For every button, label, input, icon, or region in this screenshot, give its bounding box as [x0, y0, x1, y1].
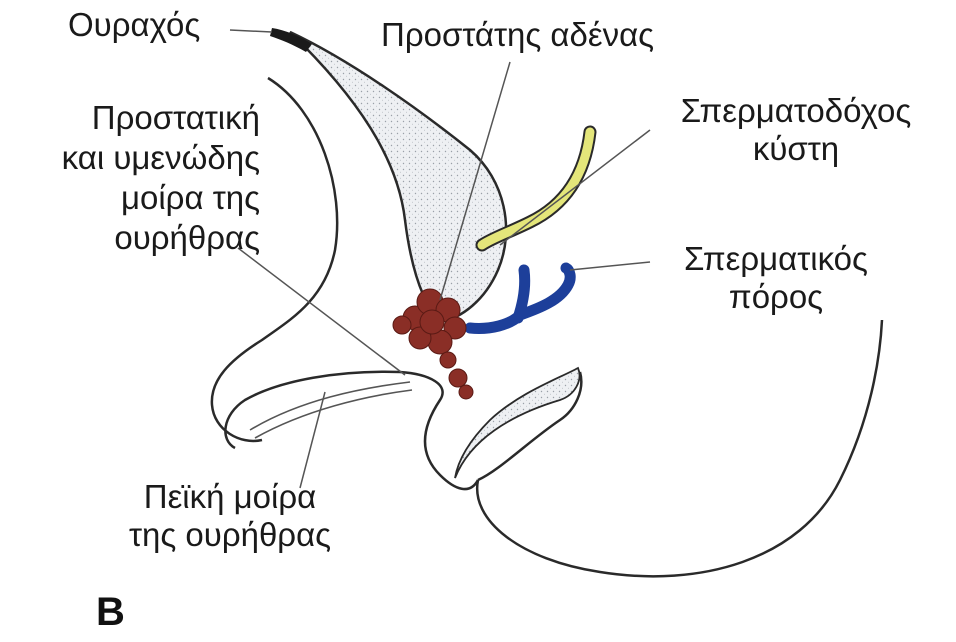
label-vas-deferens: Σπερματικός πόρος — [646, 240, 906, 316]
label-urachus: Ουραχός — [68, 6, 200, 44]
label-penile-urethra-line2: της ουρήθρας — [90, 516, 370, 554]
label-prostatic-urethra-line3: μοίρα της — [20, 178, 260, 218]
label-penile-urethra: Πεϊκή μοίρα της ουρήθρας — [90, 478, 370, 554]
label-penile-urethra-line1: Πεϊκή μοίρα — [90, 478, 370, 516]
penile-urethra-lines — [250, 382, 412, 438]
panel-letter: B — [96, 590, 125, 635]
label-vas-deferens-line1: Σπερματικός — [646, 240, 906, 278]
bladder — [290, 32, 506, 322]
label-prostatic-urethra-line1: Προστατική — [20, 98, 260, 138]
label-seminal-vesicle-line1: Σπερματοδόχος — [646, 92, 946, 130]
label-seminal-vesicle-line2: κύστη — [646, 130, 946, 168]
phallus-outline — [225, 372, 478, 489]
label-prostate-gland: Προστάτης αδένας — [381, 16, 654, 54]
label-prostatic-urethra: Προστατική και υμενώδης μοίρα της ουρήθρ… — [20, 98, 260, 258]
label-prostatic-urethra-line2: και υμενώδης — [20, 138, 260, 178]
label-vas-deferens-line2: πόρος — [646, 278, 906, 316]
lower-body-outline — [477, 320, 882, 576]
label-seminal-vesicle: Σπερματοδόχος κύστη — [646, 92, 946, 168]
label-prostatic-urethra-line4: ουρήθρας — [20, 218, 260, 258]
scrotal-fold — [455, 368, 579, 478]
